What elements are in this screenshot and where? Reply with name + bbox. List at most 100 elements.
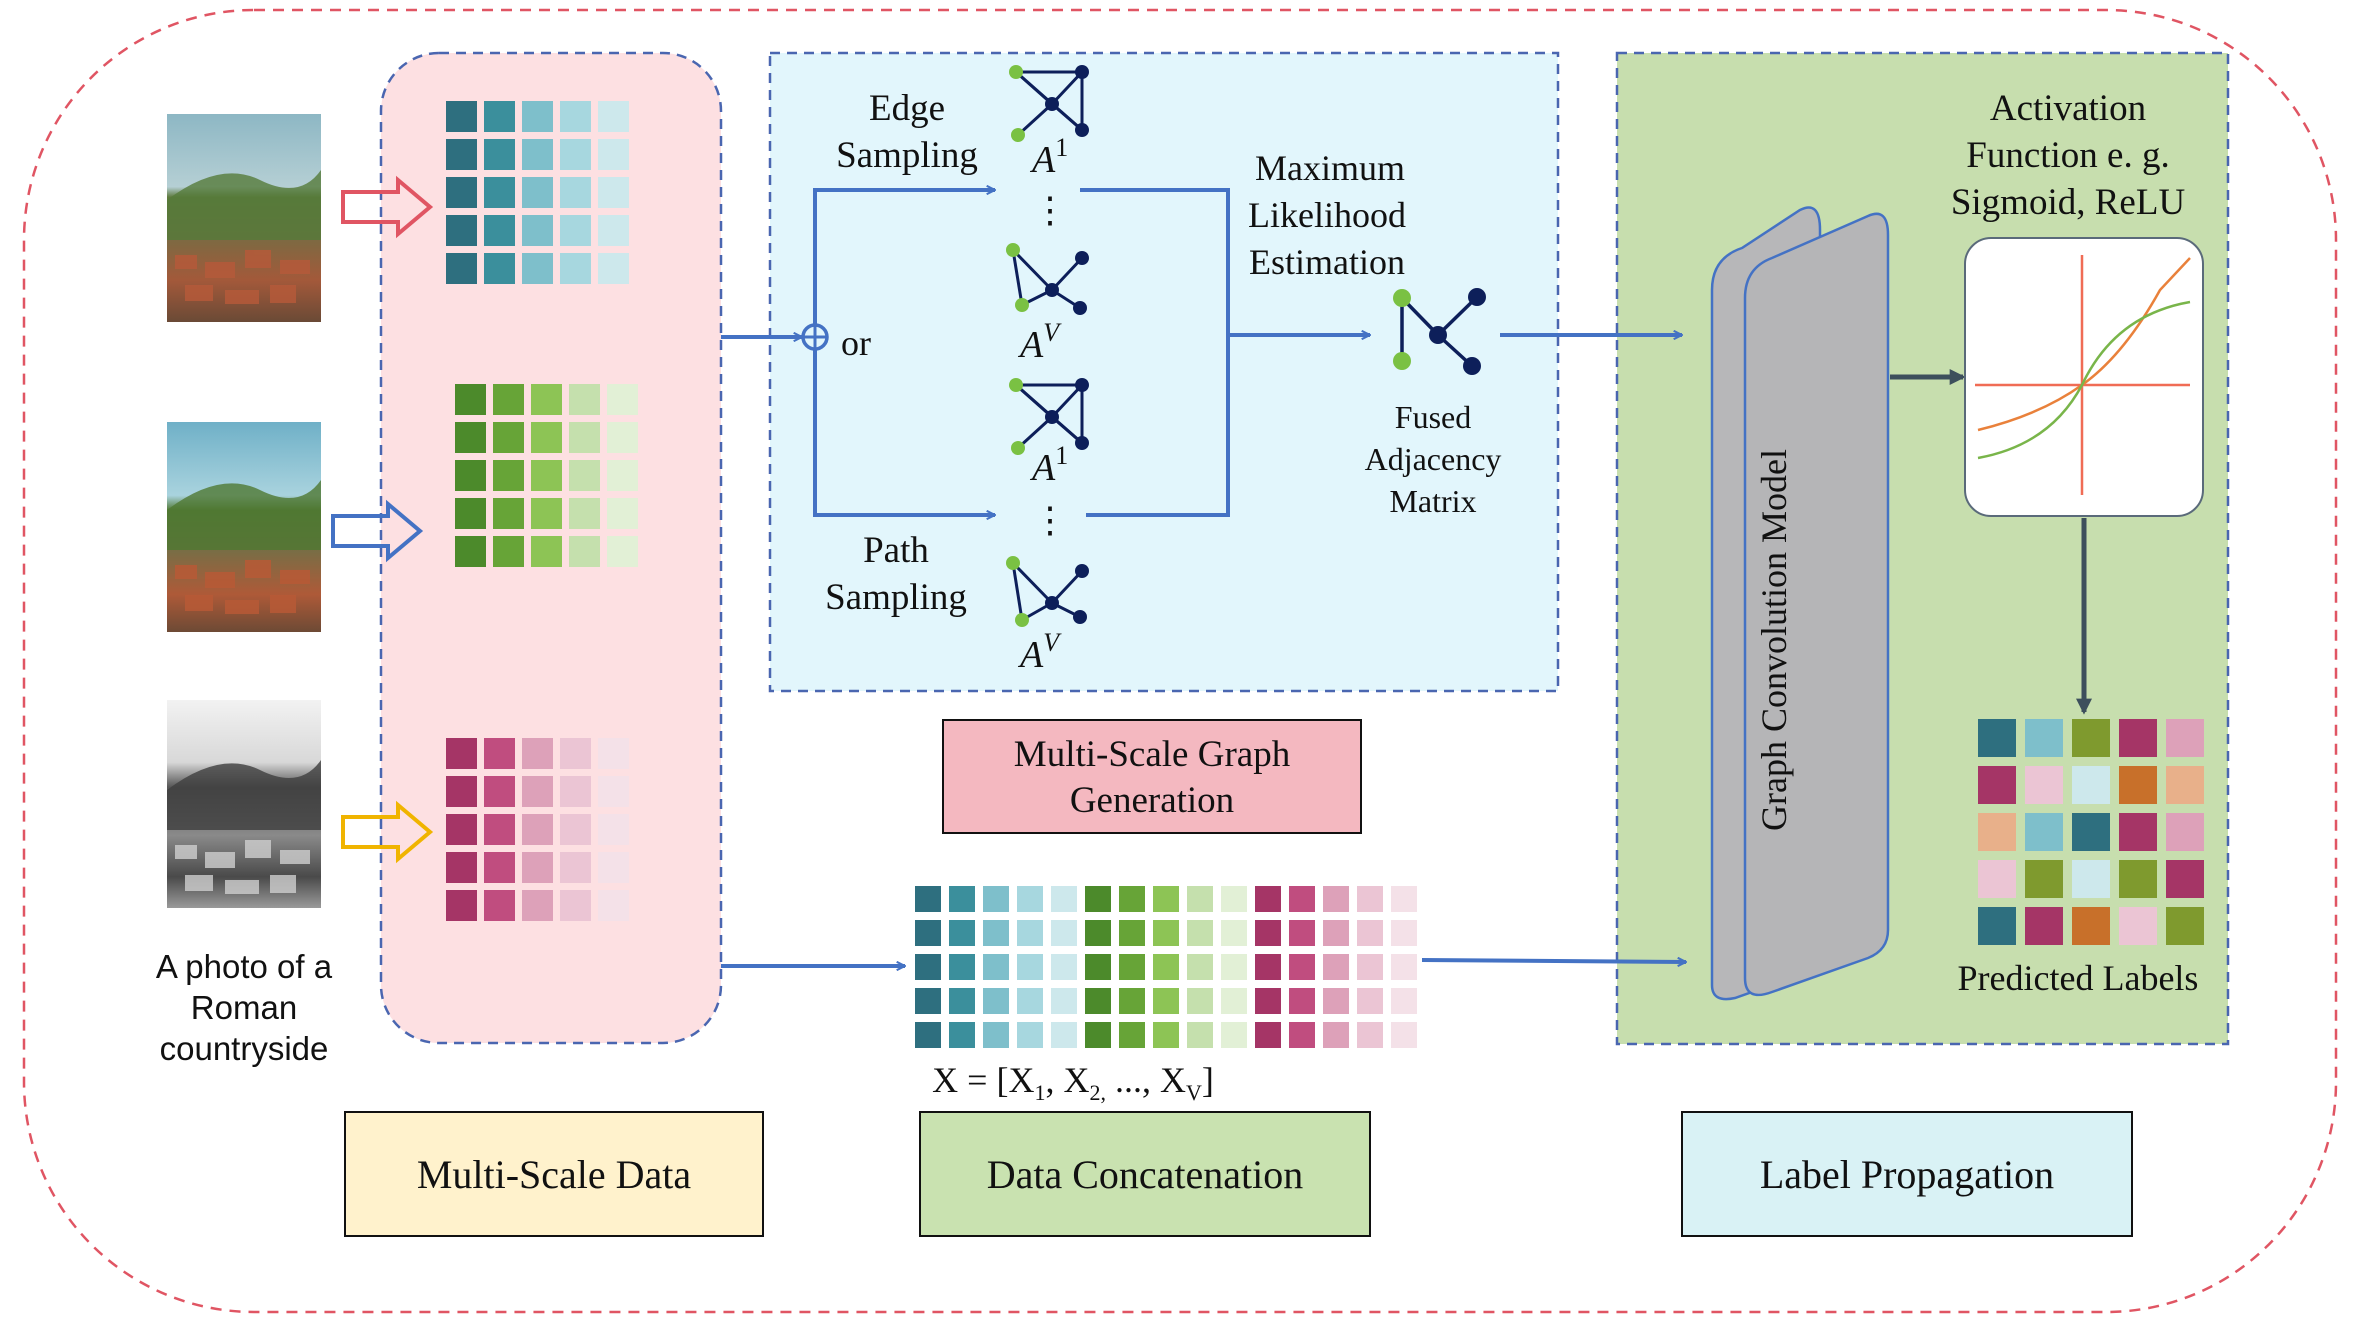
dots-path: ⋮ [1032, 500, 1068, 540]
feature-cell [493, 384, 524, 415]
feature-cell [522, 253, 553, 284]
predicted-labels-caption: Predicted Labels [1958, 958, 2199, 998]
dots-edge: ⋮ [1032, 190, 1068, 230]
concat-cell [1357, 886, 1383, 912]
predicted-label-cell [2025, 766, 2063, 804]
feature-cell [455, 536, 486, 567]
concat-cell [949, 886, 975, 912]
feature-cell [522, 776, 553, 807]
concat-cell [1119, 988, 1145, 1014]
concat-cell [1391, 920, 1417, 946]
graph-label-a1-bottom: A1 [1029, 441, 1068, 489]
legend-data-concatenation-box [919, 1111, 1371, 1237]
photo-grayscale [167, 700, 321, 908]
activation-label-2: Function e. g. [1966, 135, 2169, 176]
concat-cell [949, 954, 975, 980]
feature-cell [569, 460, 600, 491]
concat-cell [1289, 988, 1315, 1014]
feature-cell [598, 101, 629, 132]
predicted-label-cell [2166, 766, 2204, 804]
feature-cell [522, 215, 553, 246]
feature-cell [569, 498, 600, 529]
graph-convolution-model [1710, 206, 1890, 1001]
feature-cell [484, 738, 515, 769]
feature-cell [484, 215, 515, 246]
concat-cell [1323, 1022, 1349, 1048]
arrow-concat-to-gcm [1421, 960, 1686, 962]
feature-cell [598, 852, 629, 883]
concat-cell [1153, 954, 1179, 980]
concat-cell [1357, 988, 1383, 1014]
concat-cell [1289, 886, 1315, 912]
feature-cell [522, 139, 553, 170]
feature-cell [522, 738, 553, 769]
concat-cell [1323, 886, 1349, 912]
concat-cell [949, 920, 975, 946]
concat-cell [1323, 988, 1349, 1014]
concat-cell [1187, 920, 1213, 946]
feature-cell [446, 814, 477, 845]
concat-cell [1221, 954, 1247, 980]
activation-label-1: Activation [1990, 88, 2146, 129]
feature-cell [493, 498, 524, 529]
edge-sampling-label-2: Sampling [836, 135, 978, 176]
feature-cell [493, 422, 524, 453]
feature-cell [607, 536, 638, 567]
predicted-label-cell [2166, 813, 2204, 851]
feature-cell [522, 814, 553, 845]
concat-cell [1051, 988, 1077, 1014]
hollow-arrow-blue [331, 499, 424, 563]
feature-cell [455, 422, 486, 453]
concat-cell [1357, 920, 1383, 946]
hollow-arrow-red [341, 175, 434, 239]
concat-cell [1391, 1022, 1417, 1048]
feature-cell [569, 536, 600, 567]
fused-adjacency-graph [1393, 288, 1486, 375]
feature-cell [607, 498, 638, 529]
graph-av-edge [1006, 243, 1089, 315]
concat-cell [1051, 954, 1077, 980]
feature-cell [493, 460, 524, 491]
concat-cell [1153, 1022, 1179, 1048]
feature-cell [446, 253, 477, 284]
feature-cell [560, 101, 591, 132]
concat-cell [1391, 988, 1417, 1014]
concat-cell [1391, 954, 1417, 980]
feature-cell [484, 101, 515, 132]
concat-cell [1255, 988, 1281, 1014]
predicted-label-cell [2072, 813, 2110, 851]
concat-cell [1255, 1022, 1281, 1048]
predicted-label-cell [2166, 860, 2204, 898]
feature-cell [484, 776, 515, 807]
concat-cell [1017, 1022, 1043, 1048]
edge-sampling-label-1: Edge [869, 88, 945, 129]
feature-cell [446, 776, 477, 807]
concat-cell [1017, 988, 1043, 1014]
feature-cell [522, 890, 553, 921]
feature-cell [484, 852, 515, 883]
feature-cell [455, 498, 486, 529]
predicted-label-cell [2166, 907, 2204, 945]
feature-cell [560, 177, 591, 208]
feature-cell [569, 384, 600, 415]
feature-cell [446, 215, 477, 246]
feature-cell [531, 422, 562, 453]
concat-formula: X = [X1, X2, ..., XV] [932, 1060, 1214, 1105]
concat-cell [1051, 920, 1077, 946]
concat-cell [1017, 954, 1043, 980]
legend-multi-scale-data-box [344, 1111, 764, 1237]
predicted-label-cell [2025, 907, 2063, 945]
concat-cell [1323, 920, 1349, 946]
concat-cell [1017, 920, 1043, 946]
concat-cell [915, 988, 941, 1014]
feature-cell [598, 738, 629, 769]
feature-cell [446, 890, 477, 921]
concat-cell [1187, 886, 1213, 912]
activation-label-3: Sigmoid, ReLU [1951, 182, 2185, 223]
feature-cell [531, 536, 562, 567]
fused-label-2: Adjacency [1365, 441, 1502, 477]
predicted-label-cell [2025, 813, 2063, 851]
graph-label-av-bottom: AV [1017, 628, 1062, 676]
predicted-label-cell [2119, 766, 2157, 804]
